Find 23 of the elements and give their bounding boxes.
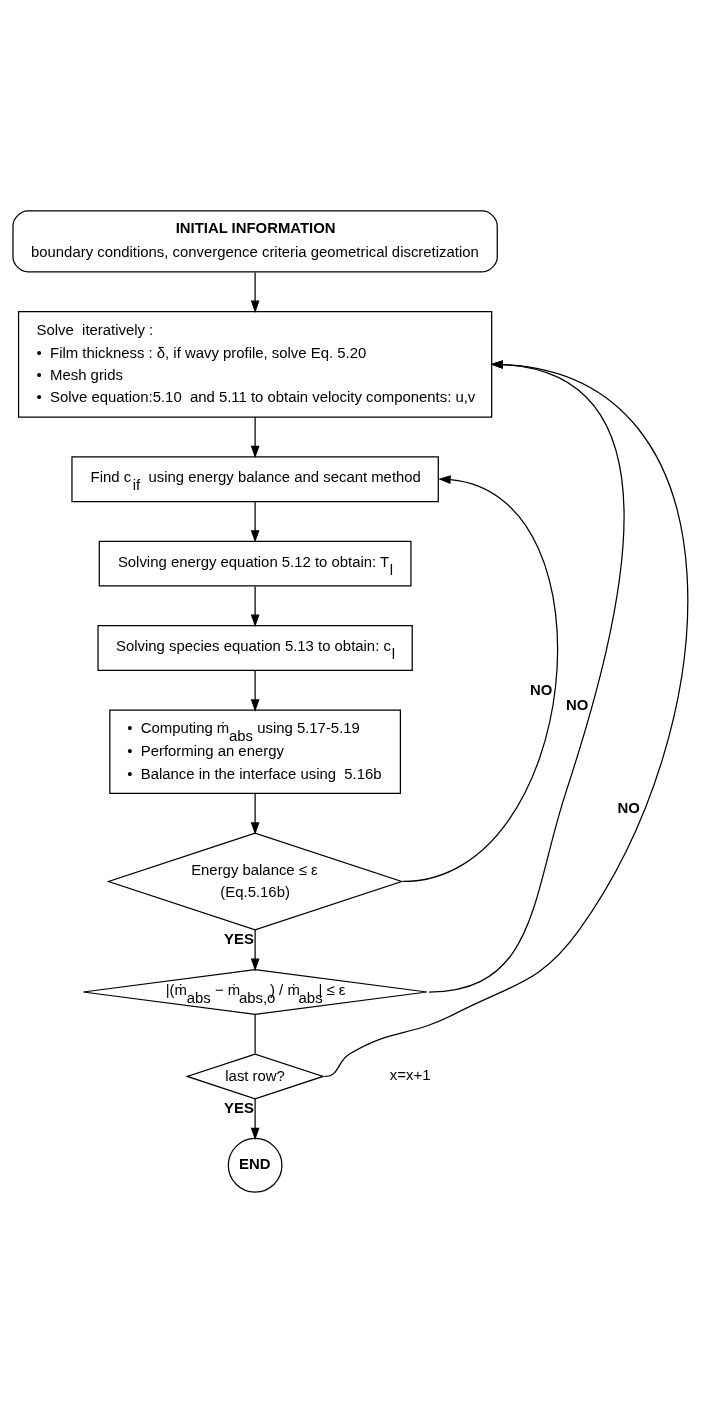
arrow [250,271,260,313]
label: x=x+1 [389,1066,431,1083]
arrow [250,792,260,835]
edge-label: NO [566,696,589,713]
connector [254,1013,256,1054]
node-circle: END [227,1137,283,1193]
arrow [250,669,260,712]
edge-label: NO [617,799,640,816]
node-box: Solve iteratively : • Film thickness : δ, if wavy profile, solve Eq. 5.20 • Mesh grids • Solve equation:5.10 and 5.11 to obtain velocity components: u,v [17,310,493,418]
edge-label: YES [224,1099,254,1116]
arrow [250,1097,260,1140]
arrow [250,929,260,971]
arrow [428,359,625,993]
arrow [250,500,260,543]
node-diamond: Energy balance ≤ ε (Eq.5.16b) [106,831,404,931]
edge-label: YES [224,930,254,947]
arrow [250,585,260,627]
arrow [324,359,688,1077]
edge-label: NO [530,681,553,698]
arrow [402,474,558,882]
node-diamond: last row? [185,1052,325,1099]
arrow [250,416,260,458]
node-box: INITIAL INFORMATION boundary conditions, convergence criteria geometrical discretization [12,209,498,272]
